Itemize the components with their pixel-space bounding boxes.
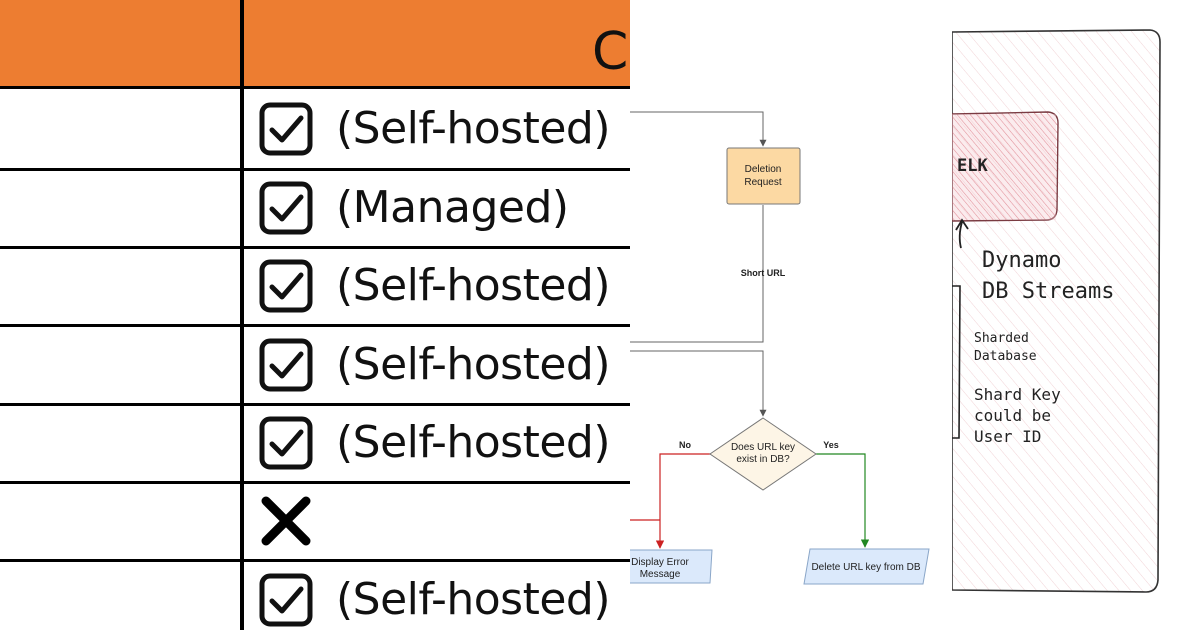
elk-box xyxy=(952,111,1059,222)
connector-yes-branch xyxy=(816,453,870,548)
delete-url-key-node xyxy=(803,548,930,585)
table-row: (Managed) xyxy=(0,170,630,246)
display-error-label-2: Message xyxy=(640,569,681,580)
checkbox-checked-icon xyxy=(258,572,314,628)
table-cell-text: (Self-hosted) xyxy=(336,339,611,390)
table-cell-text: (Self-hosted) xyxy=(336,103,611,154)
delete-url-key-label: Delete URL key from DB xyxy=(811,562,920,573)
elk-box-tint xyxy=(952,114,1056,220)
table-row-divider xyxy=(0,246,630,249)
dynamo-to-elk-arrow xyxy=(955,218,969,249)
no-branch-label: No xyxy=(679,440,691,450)
sharded-label-2: Database xyxy=(974,349,1037,364)
short-url-label: Short URL xyxy=(741,268,786,278)
table-row: (Self-hosted) xyxy=(0,248,630,324)
flowchart: Deletion Request Short URL Does URL key … xyxy=(630,0,952,630)
table-row-divider xyxy=(0,481,630,484)
comparison-table: C (Self-hosted) (Managed) (Self-hosted) (Se… xyxy=(0,0,630,630)
deletion-request-node xyxy=(726,147,801,205)
table-header-text: C xyxy=(592,22,629,82)
sharded-label-1: Sharded xyxy=(974,331,1029,346)
elk-label: ELK xyxy=(957,156,988,176)
checkbox-checked-icon xyxy=(258,101,314,157)
cross-icon xyxy=(258,493,314,549)
display-error-label-1: Display Error xyxy=(631,557,689,568)
flowchart-canvas: Deletion Request Short URL Does URL key … xyxy=(630,111,930,585)
connector-no-branch xyxy=(655,453,712,549)
checkbox-checked-icon xyxy=(258,415,314,471)
table-cell-text: (Self-hosted) xyxy=(336,574,611,625)
table-row: (Self-hosted) xyxy=(0,561,630,630)
decision-label-2: exist in DB? xyxy=(736,454,790,465)
decision-node xyxy=(709,417,817,491)
table-row xyxy=(0,483,630,559)
table-cell-text: (Self-hosted) xyxy=(336,260,611,311)
table-row-divider xyxy=(0,559,630,562)
connector-short-url xyxy=(630,205,764,343)
deletion-request-label-1: Deletion xyxy=(745,164,782,175)
table-column-divider xyxy=(240,0,244,630)
shard-key-label-2: could be xyxy=(974,406,1051,425)
checkbox-checked-icon xyxy=(258,337,314,393)
table-cell-text: (Managed) xyxy=(336,182,569,233)
table-row: (Self-hosted) xyxy=(0,326,630,403)
yes-branch-label: Yes xyxy=(823,440,839,450)
decision-label-1: Does URL key xyxy=(731,442,795,453)
checkbox-checked-icon xyxy=(258,180,314,236)
deletion-request-label-2: Request xyxy=(744,177,781,188)
table-cell-text: (Self-hosted) xyxy=(336,417,611,468)
sketch-canvas: ELK Dynamo DB Streams Sharded Database S… xyxy=(952,29,1161,593)
table-row-divider xyxy=(0,324,630,327)
shard-key-label-1: Shard Key xyxy=(974,385,1061,404)
table-header: C xyxy=(0,0,630,89)
connector-to-decision xyxy=(630,350,767,417)
display-error-node xyxy=(630,549,713,584)
dynamo-label-2: DB Streams xyxy=(982,279,1114,304)
connector-to-deletion-request xyxy=(630,111,767,147)
table-row: (Self-hosted) xyxy=(0,405,630,481)
dynamo-label-1: Dynamo xyxy=(982,248,1061,273)
architecture-sketch: ELK Dynamo DB Streams Sharded Database S… xyxy=(952,0,1200,630)
table-row-divider xyxy=(0,403,630,406)
checkbox-checked-icon xyxy=(258,258,314,314)
shard-key-label-3: User ID xyxy=(974,427,1041,446)
table-row: (Self-hosted) xyxy=(0,89,630,168)
sharded-db-bracket xyxy=(952,285,961,439)
table-row-divider xyxy=(0,168,630,171)
